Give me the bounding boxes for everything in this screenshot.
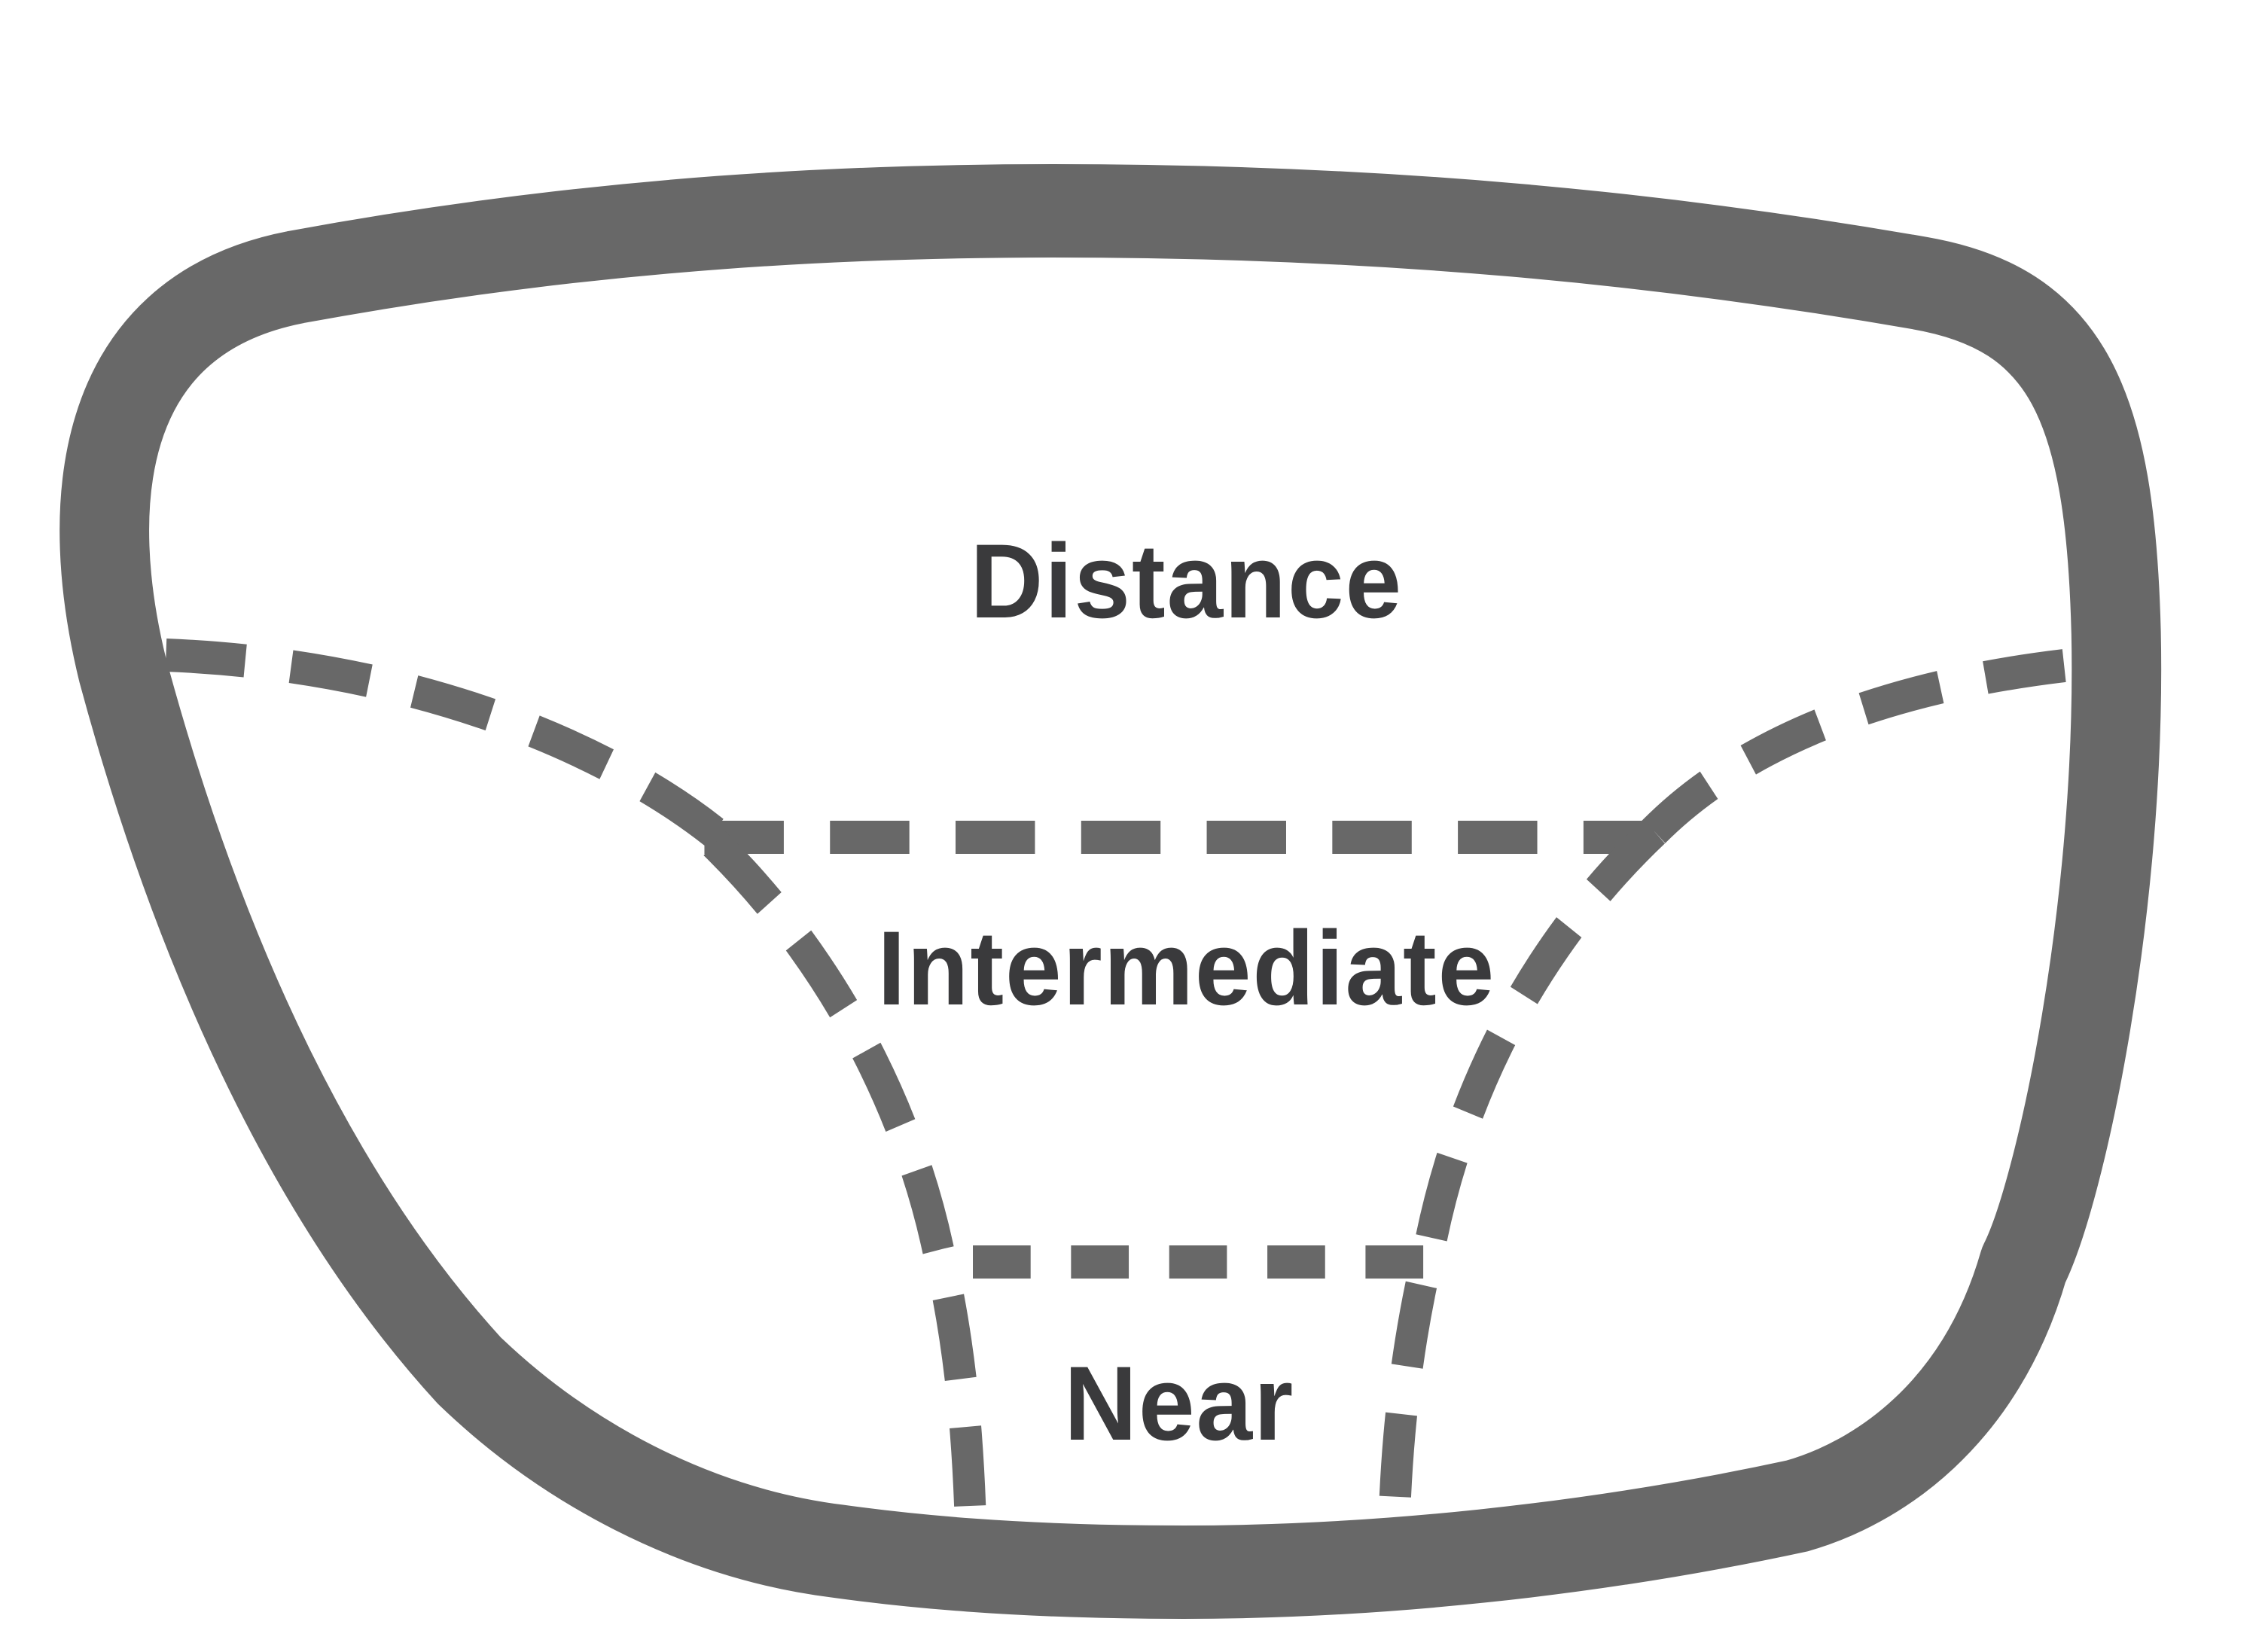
lens-frame bbox=[59, 164, 2162, 1619]
distance-boundary-right bbox=[1643, 649, 2066, 843]
distance-label: Distance bbox=[970, 523, 1403, 640]
intermediate-label: Intermediate bbox=[877, 910, 1495, 1027]
corridor-left-edge bbox=[703, 831, 986, 1507]
corridor-right-edge bbox=[1378, 818, 1665, 1519]
near-label: Near bbox=[1064, 1345, 1294, 1462]
distance-boundary-left bbox=[165, 639, 747, 864]
